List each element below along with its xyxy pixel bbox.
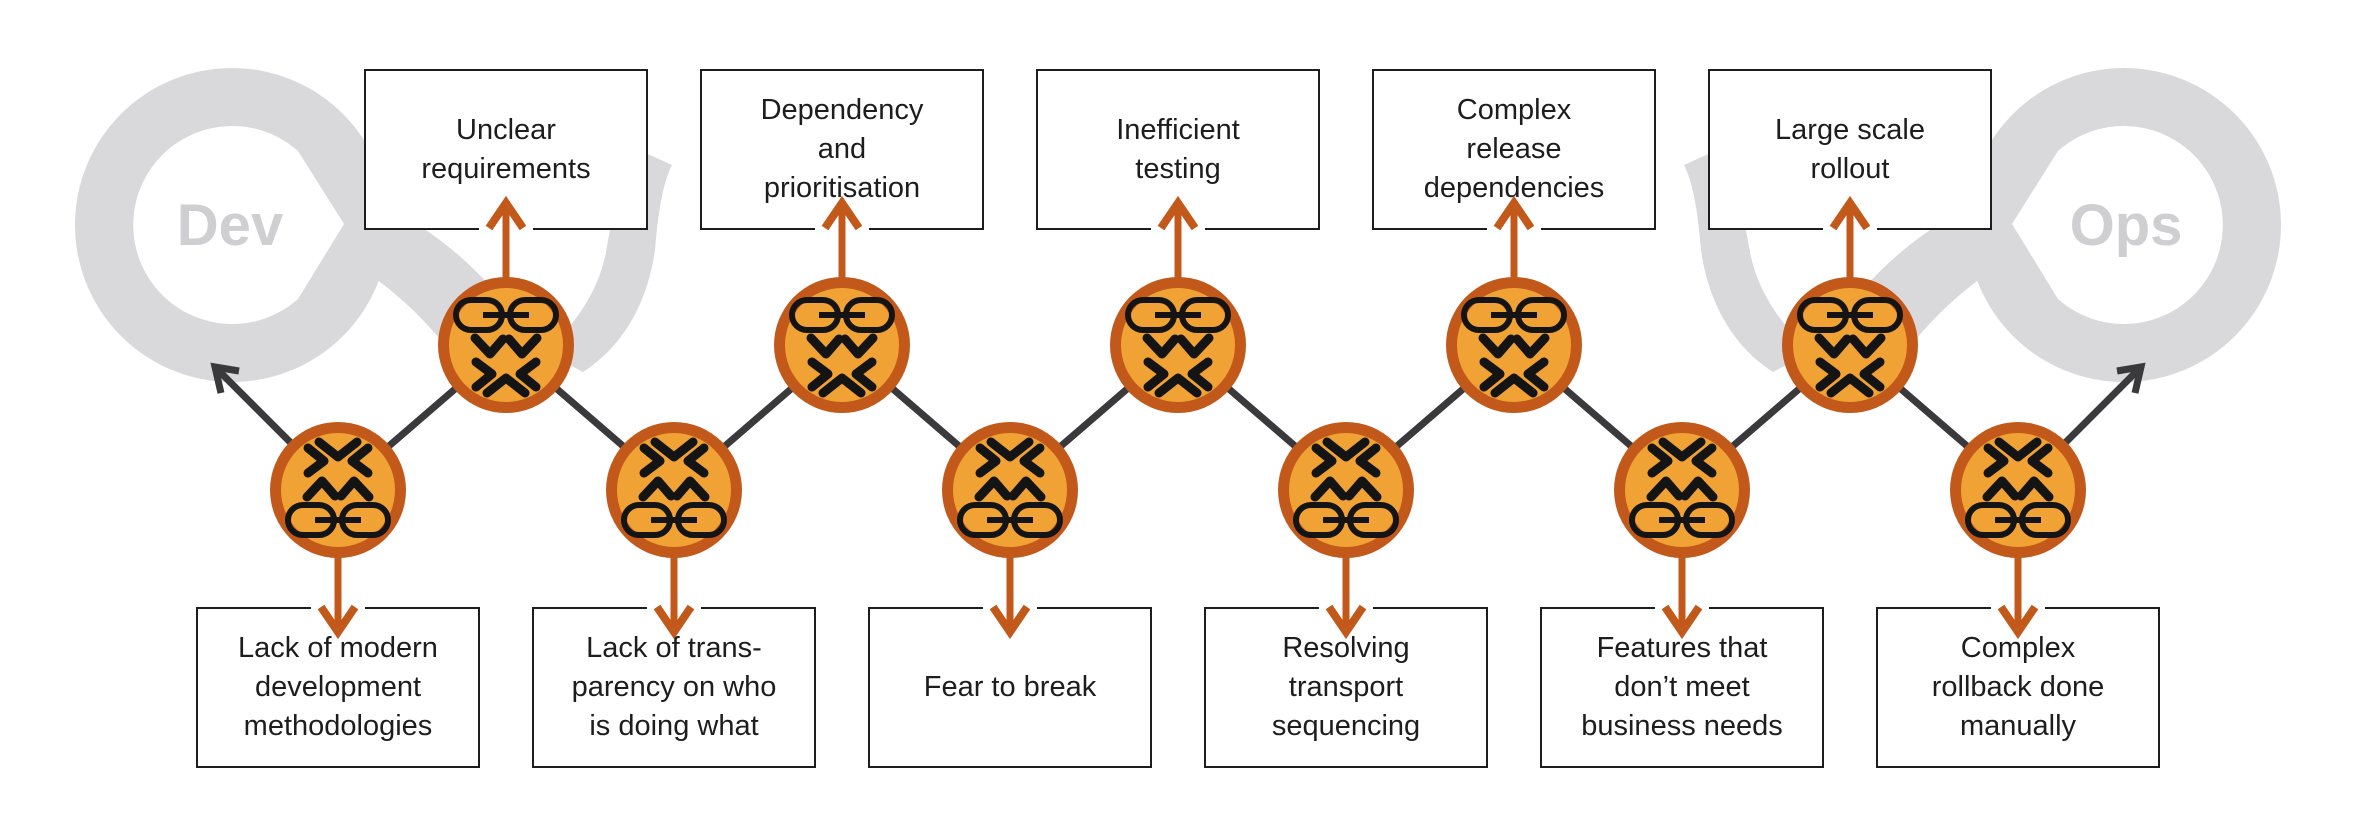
- issue-box-label: Resolving transport sequencing: [1271, 632, 1421, 742]
- issue-box-top-1: Unclear requirements: [364, 69, 648, 230]
- issue-box-top-2: Dependency and prioritisation: [700, 69, 984, 230]
- issue-box-label: Large scale rollout: [1775, 113, 1925, 185]
- friction-node: [1782, 277, 1918, 413]
- friction-node: [1950, 422, 2086, 558]
- friction-node: [1614, 422, 1750, 558]
- issue-box-label: Unclear requirements: [421, 113, 591, 185]
- ops-label: Ops: [2070, 193, 2183, 258]
- issue-box-bottom-6: Complex rollback done manually: [1876, 607, 2160, 768]
- friction-node: [438, 277, 574, 413]
- left-arrowhead-icon: [210, 362, 240, 394]
- friction-node: [942, 422, 1078, 558]
- friction-node: [1278, 422, 1414, 558]
- right-arrowhead-icon: [2116, 362, 2146, 394]
- issue-box-top-5: Large scale rollout: [1708, 69, 1992, 230]
- issue-box-bottom-1: Lack of modern development methodologies: [196, 607, 480, 768]
- issue-box-label: Complex rollback done manually: [1931, 632, 2105, 742]
- issue-box-bottom-2: Lack of trans- parency on who is doing w…: [532, 607, 816, 768]
- friction-node: [270, 422, 406, 558]
- issue-box-label: Fear to break: [923, 671, 1097, 703]
- issue-box-bottom-5: Features that don’t meet business needs: [1540, 607, 1824, 768]
- friction-node: [1110, 277, 1246, 413]
- issue-box-label: Dependency and prioritisation: [760, 94, 924, 204]
- issue-box-bottom-3: Fear to break: [868, 607, 1152, 768]
- issue-box-top-3: Inefficient testing: [1036, 69, 1320, 230]
- issue-box-label: Lack of modern development methodologies: [238, 632, 438, 742]
- issue-box-bottom-4: Resolving transport sequencing: [1204, 607, 1488, 768]
- issue-box-label: Features that don’t meet business needs: [1581, 632, 1783, 742]
- friction-node: [774, 277, 910, 413]
- dev-label: Dev: [177, 193, 283, 258]
- friction-node: [1446, 277, 1582, 413]
- issue-box-top-4: Complex release dependencies: [1372, 69, 1656, 230]
- friction-node: [606, 422, 742, 558]
- issue-box-label: Lack of trans- parency on who is doing w…: [571, 632, 777, 742]
- issue-box-label: Inefficient testing: [1116, 113, 1240, 185]
- issue-box-label: Complex release dependencies: [1423, 94, 1605, 204]
